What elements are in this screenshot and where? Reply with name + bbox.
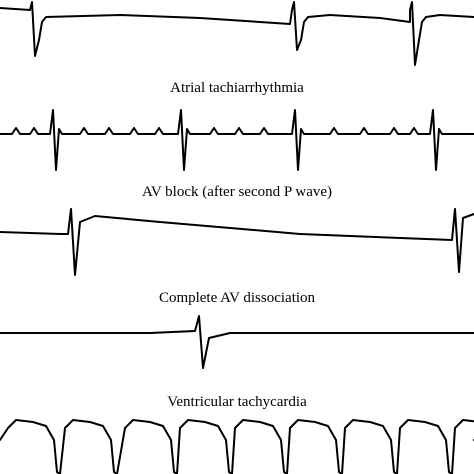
ecg-trace-ventricular-tachycardia xyxy=(0,419,474,474)
ecg-trace-complete-av-dissociation xyxy=(0,315,474,369)
caption-ventricular-tachycardia: Ventricular tachycardia xyxy=(167,394,307,410)
caption-complete-av-dissociation: Complete AV dissociation xyxy=(159,290,316,306)
ecg-trace-sinus-rhythm xyxy=(0,1,474,66)
ecg-trace-atrial-tachiarrhythmia xyxy=(0,109,474,171)
ecg-trace-av-block xyxy=(0,208,474,276)
caption-av-block: AV block (after second P wave) xyxy=(142,184,332,200)
caption-atrial-tachiarrhythmia: Atrial tachiarrhythmia xyxy=(170,80,304,96)
